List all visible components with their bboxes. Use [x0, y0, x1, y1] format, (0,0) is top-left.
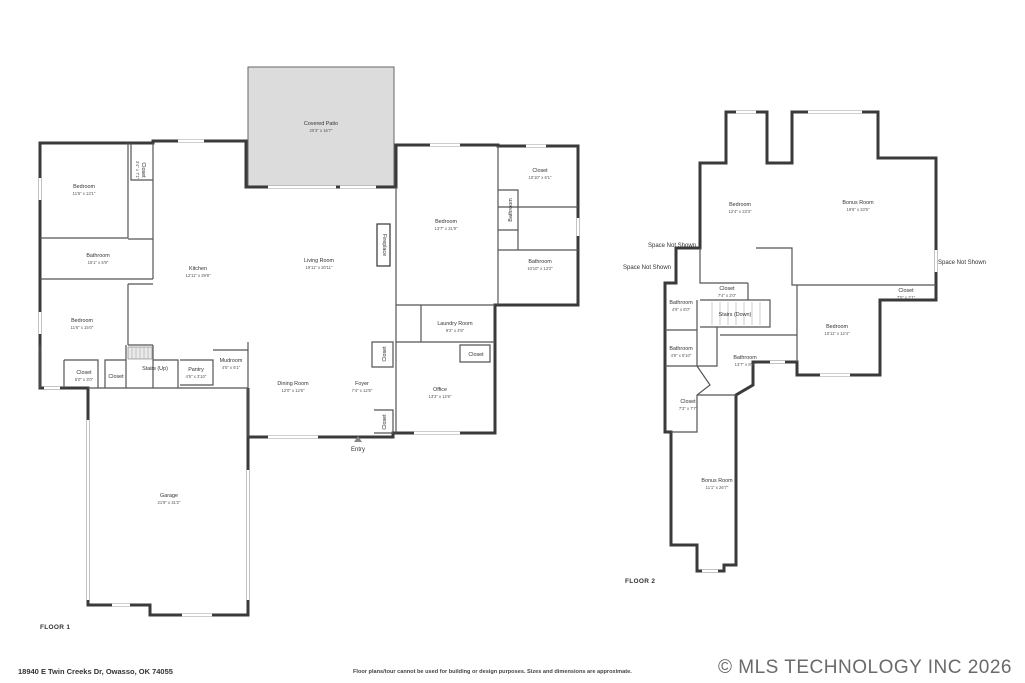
room-name: Garage	[160, 493, 178, 499]
room-dim: 4'9" x 5'10"	[671, 353, 692, 358]
room-dim: 7'4" x 12'6"	[352, 388, 373, 393]
floor1-interior-walls	[39, 143, 578, 437]
room-dim: 4'5" x 6'1"	[222, 365, 241, 370]
room-name-vertical: Closet	[140, 162, 146, 178]
room-dim-vertical: 3'4" x 7'1"	[135, 161, 140, 180]
space-not-shown-label: Space Not Shown	[623, 265, 671, 271]
room-name: Bedroom	[729, 202, 751, 208]
room-name: Living Room	[304, 258, 334, 264]
room-name: Stairs (Up)	[142, 366, 168, 372]
floor2-room-labels: Bedroom 12'4" x 23'3" Bonus Room 19'6" x…	[623, 200, 986, 490]
fireplace-box	[376, 223, 391, 267]
room-dim: 9'2" x 4'5"	[446, 328, 465, 333]
room-name: Bonus Room	[842, 200, 874, 206]
covered-patio-area	[247, 66, 395, 188]
room-name: Mudroom	[220, 358, 243, 364]
room-name: Bedroom	[71, 318, 93, 324]
room-dim: 13'3" x 12'6"	[429, 394, 452, 399]
floor1-outer-wall	[38, 139, 580, 617]
room-dim: 13'7" x 8'9"	[735, 362, 756, 367]
room-name: Bathroom	[669, 346, 693, 352]
room-name: Closet	[76, 370, 92, 376]
room-dim: 19'11" x 20'11"	[305, 265, 333, 270]
copyright-watermark: © MLS TECHNOLOGY INC 2026	[718, 657, 1013, 678]
room-dim: 7'4" x 2'0"	[718, 293, 737, 298]
floor2-windows	[702, 110, 938, 573]
room-dim: 4'9" x 6'0"	[672, 307, 691, 312]
room-name: Closet	[532, 168, 548, 174]
room-name-vertical: Bathroom	[508, 198, 514, 222]
entry-label: Entry	[351, 447, 365, 453]
room-dim: 12'11" x 29'8"	[186, 273, 211, 278]
room-name: Closet	[719, 286, 735, 292]
room-name: Bonus Room	[701, 478, 733, 484]
room-dim: 11'6" x 15'0"	[71, 325, 94, 330]
entry-arrow	[354, 436, 362, 442]
room-dim: 21'9" x 31'2"	[158, 500, 181, 505]
room-dim: 12'0" x 12'6"	[282, 388, 305, 393]
room-dim: 10'10" x 6'1"	[529, 175, 552, 180]
floor2-interior-walls	[665, 247, 936, 433]
room-dim: 10'11" x 12'4"	[825, 331, 850, 336]
room-name: Closet	[108, 374, 124, 380]
room-dim: 11'1" x 26'7"	[706, 485, 729, 490]
property-address: 18940 E Twin Creeks Dr, Owasso, OK 74055	[18, 667, 173, 676]
stairs-up-hatch	[127, 346, 153, 360]
room-name: Bedroom	[826, 324, 848, 330]
room-name: Stairs (Down)	[719, 312, 752, 318]
space-not-shown-label: Space Not Shown	[648, 243, 696, 249]
room-dim: 5'0" x 3'0"	[75, 377, 94, 382]
room-name: Closet	[898, 288, 914, 294]
room-dim: 15'1" x 5'9"	[88, 260, 109, 265]
room-name: Bathroom	[528, 259, 552, 265]
stairs-down-steps	[711, 302, 761, 325]
floor1-windows	[38, 139, 580, 617]
room-dim: 20'3" x 16'7"	[310, 128, 333, 133]
room-dim: 13'7" x 21'9"	[435, 226, 458, 231]
room-dim: 19'6" x 23'5"	[847, 207, 870, 212]
room-name: Office	[433, 387, 447, 393]
floor-2-label: FLOOR 2	[625, 578, 656, 585]
room-dim: 12'4" x 23'3"	[729, 209, 752, 214]
room-name: Bathroom	[733, 355, 757, 361]
room-name: Bedroom	[73, 184, 95, 190]
room-dim: 7'5" x 2'1"	[897, 295, 916, 300]
room-name: Bathroom	[86, 253, 110, 259]
floor2-outer-wall	[663, 110, 938, 573]
room-name: Kitchen	[189, 266, 207, 272]
room-name-vertical: Closet	[382, 346, 388, 362]
room-dim: 11'5" x 13'1"	[73, 191, 96, 196]
room-name: Covered Patio	[304, 121, 338, 127]
fireplace-label: Fireplace	[381, 234, 387, 256]
room-name: Pantry	[188, 367, 204, 373]
room-name: Foyer	[355, 381, 369, 387]
room-name: Laundry Room	[437, 321, 473, 327]
room-name-vertical: Closet	[382, 414, 388, 430]
room-dim: 7'3" x 7'7"	[679, 406, 698, 411]
floor-1-plan: Bedroom 11'5" x 13'1" Bathroom 15'1" x 5…	[38, 66, 580, 617]
room-name: Bathroom	[669, 300, 693, 306]
room-name: Closet	[468, 352, 484, 358]
floor-1-label: FLOOR 1	[40, 624, 71, 631]
room-name: Dining Room	[277, 381, 309, 387]
room-dim: 4'5" x 3'10"	[186, 374, 207, 379]
room-name: Closet	[680, 399, 696, 405]
room-name: Bedroom	[435, 219, 457, 225]
floor-2-plan: Bedroom 12'4" x 23'3" Bonus Room 19'6" x…	[623, 110, 986, 573]
floor1-room-labels: Bedroom 11'5" x 13'1" Bathroom 15'1" x 5…	[71, 121, 553, 505]
space-not-shown-label: Space Not Shown	[938, 260, 986, 266]
room-dim: 10'10" x 13'2"	[527, 266, 553, 271]
disclaimer-text: Floor plans/tour cannot be used for buil…	[353, 669, 632, 675]
